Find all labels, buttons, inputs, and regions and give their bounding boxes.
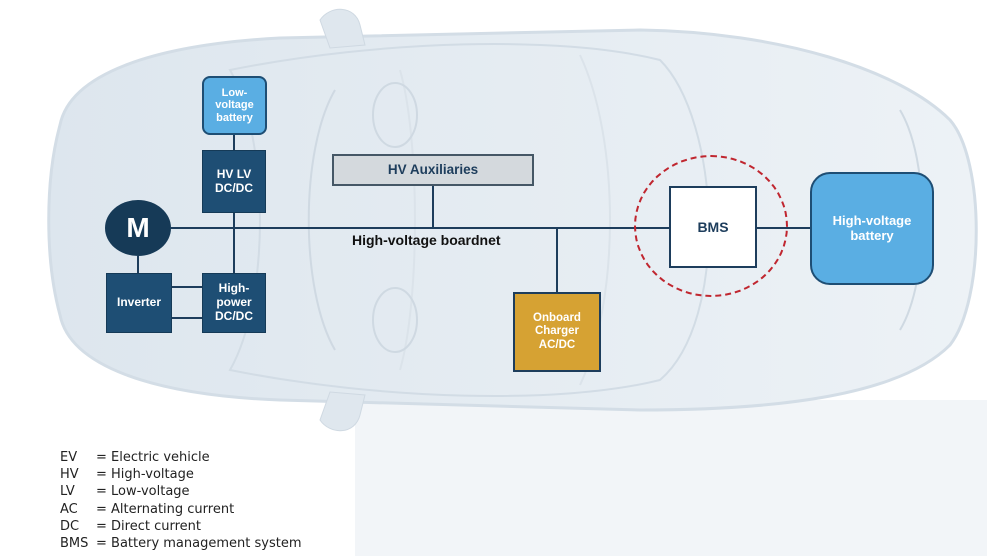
legend-row: DC = Direct current xyxy=(60,518,302,535)
legend-text: = Battery management system xyxy=(96,536,302,552)
hv-auxiliaries-box: HV Auxiliaries xyxy=(332,154,534,186)
bms-box: BMS xyxy=(669,186,757,268)
inverter-dcdc-wire-bottom xyxy=(172,317,202,319)
legend-text: = Low-voltage xyxy=(96,484,190,500)
legend-row: EV = Electric vehicle xyxy=(60,449,302,466)
legend-row: BMS = Battery management system xyxy=(60,535,302,552)
legend-abbr: LV xyxy=(60,484,75,500)
boardnet-label: High-voltage boardnet xyxy=(352,232,501,248)
legend-abbr: EV xyxy=(60,450,78,465)
legend-abbr: DC xyxy=(60,518,80,534)
motor-symbol: M xyxy=(105,200,171,256)
high-power-dcdc-box: High- power DC/DC xyxy=(202,273,266,333)
legend-abbr: AC xyxy=(60,501,78,517)
low-voltage-battery-box: Low- voltage battery xyxy=(202,76,267,135)
legend-abbr: BMS xyxy=(60,536,89,552)
hv-lv-dcdc-box: HV LV DC/DC xyxy=(202,150,266,213)
legend-text: = Alternating current xyxy=(96,501,235,517)
legend-row: LV = Low-voltage xyxy=(60,483,302,500)
high-voltage-battery-box: High-voltage battery xyxy=(810,172,934,285)
bms-highlight-ring xyxy=(634,155,788,297)
legend-text: = High-voltage xyxy=(96,467,194,483)
aux-drop-wire xyxy=(432,186,434,228)
onboard-charger-box: Onboard Charger AC/DC xyxy=(513,292,601,372)
inverter-dcdc-wire-top xyxy=(172,286,202,288)
legend-text: = Electric vehicle xyxy=(96,450,210,465)
charger-drop-wire xyxy=(556,227,558,293)
inverter-box: Inverter xyxy=(106,273,172,333)
legend-abbr: HV xyxy=(60,467,79,483)
legend-row: AC = Alternating current xyxy=(60,501,302,518)
legend-row: HV = High-voltage xyxy=(60,466,302,483)
legend: EV = Electric vehicle HV = High-voltage LV… xyxy=(60,449,302,552)
legend-text: = Direct current xyxy=(96,518,201,534)
hv-boardnet-wire xyxy=(171,227,810,229)
motor-inverter-wire xyxy=(137,256,139,273)
